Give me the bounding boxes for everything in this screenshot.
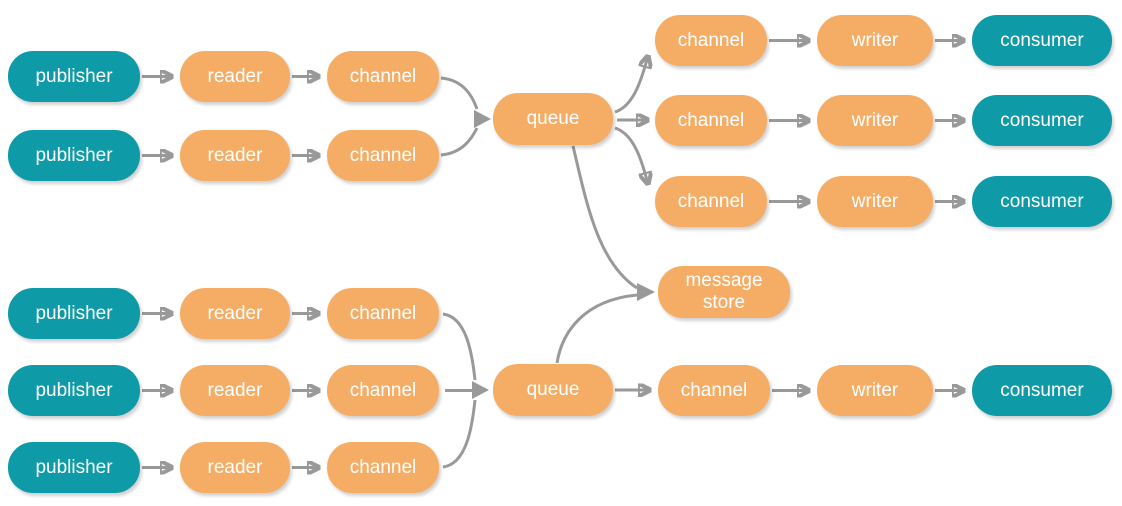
node-label: reader bbox=[207, 65, 263, 87]
node-label: channel bbox=[677, 29, 745, 51]
edge-queuetop-messagestore bbox=[571, 145, 638, 290]
node-label: publisher bbox=[35, 379, 113, 401]
node-consumer: consumer bbox=[972, 365, 1112, 416]
node-label: reader bbox=[207, 302, 263, 324]
node-label: channel bbox=[349, 302, 417, 324]
node-label: store bbox=[702, 292, 746, 313]
edge-queuebottom-messagestore bbox=[555, 293, 638, 364]
node-reader: reader bbox=[180, 130, 290, 181]
node-label: channel bbox=[349, 456, 417, 478]
node-publisher: publisher bbox=[8, 442, 140, 493]
node-channel: channel bbox=[327, 442, 439, 493]
node-publisher: publisher bbox=[8, 130, 140, 181]
node-writer: writer bbox=[817, 95, 933, 146]
node-channel: channel bbox=[658, 365, 770, 416]
node-channel: channel bbox=[655, 95, 767, 146]
node-label: publisher bbox=[35, 65, 113, 87]
node-label: writer bbox=[851, 109, 899, 131]
node-writer: writer bbox=[817, 176, 933, 227]
node-channel: channel bbox=[327, 51, 439, 102]
node-channel: channel bbox=[655, 176, 767, 227]
node-label: reader bbox=[207, 379, 263, 401]
node-reader: reader bbox=[180, 51, 290, 102]
node-label: queue bbox=[526, 379, 580, 400]
node-label: message bbox=[685, 270, 763, 291]
node-label: publisher bbox=[35, 144, 113, 166]
edge-queuetop-channelr3 bbox=[614, 126, 648, 184]
node-label: consumer bbox=[1000, 379, 1084, 401]
node-label: queue bbox=[526, 108, 580, 129]
node-label: consumer bbox=[1000, 109, 1084, 131]
node-label: writer bbox=[851, 190, 899, 212]
node-label: publisher bbox=[35, 302, 113, 324]
node-channel: channel bbox=[327, 130, 439, 181]
node-publisher: publisher bbox=[8, 365, 140, 416]
node-label: consumer bbox=[1000, 29, 1084, 51]
edge-channel1-queue-top bbox=[440, 76, 479, 110]
node-queue: queue bbox=[493, 93, 613, 145]
node-reader: reader bbox=[180, 365, 290, 416]
node-reader: reader bbox=[180, 288, 290, 339]
node-label: writer bbox=[851, 29, 899, 51]
node-reader: reader bbox=[180, 442, 290, 493]
node-label: channel bbox=[349, 65, 417, 87]
node-label: reader bbox=[207, 144, 263, 166]
node-channel: channel bbox=[327, 288, 439, 339]
node-label: channel bbox=[680, 379, 748, 401]
arrowhead-message-store bbox=[637, 283, 655, 301]
edge-queuetop-channelr1 bbox=[614, 56, 648, 114]
node-label: consumer bbox=[1000, 190, 1084, 212]
node-queue: queue bbox=[493, 364, 613, 416]
edge-channel3-queue-bottom bbox=[442, 312, 477, 381]
node-label: reader bbox=[207, 456, 263, 478]
node-writer: writer bbox=[817, 365, 933, 416]
arrowhead-queue-top bbox=[474, 110, 491, 128]
node-message-store: message store bbox=[658, 266, 790, 318]
node-consumer: consumer bbox=[972, 176, 1112, 227]
node-consumer: consumer bbox=[972, 95, 1112, 146]
node-label: channel bbox=[677, 109, 745, 131]
node-publisher: publisher bbox=[8, 51, 140, 102]
node-label: channel bbox=[349, 379, 417, 401]
node-label: writer bbox=[851, 379, 899, 401]
node-writer: writer bbox=[817, 15, 933, 66]
node-label: channel bbox=[349, 144, 417, 166]
node-consumer: consumer bbox=[972, 15, 1112, 66]
arrowhead-queue-bottom bbox=[472, 381, 489, 399]
node-channel: channel bbox=[655, 15, 767, 66]
edge-channel5-queue-bottom bbox=[442, 399, 477, 469]
node-label: channel bbox=[677, 190, 745, 212]
node-channel: channel bbox=[327, 365, 439, 416]
edge-channel2-queue-top bbox=[440, 127, 479, 157]
node-publisher: publisher bbox=[8, 288, 140, 339]
node-label: publisher bbox=[35, 456, 113, 478]
